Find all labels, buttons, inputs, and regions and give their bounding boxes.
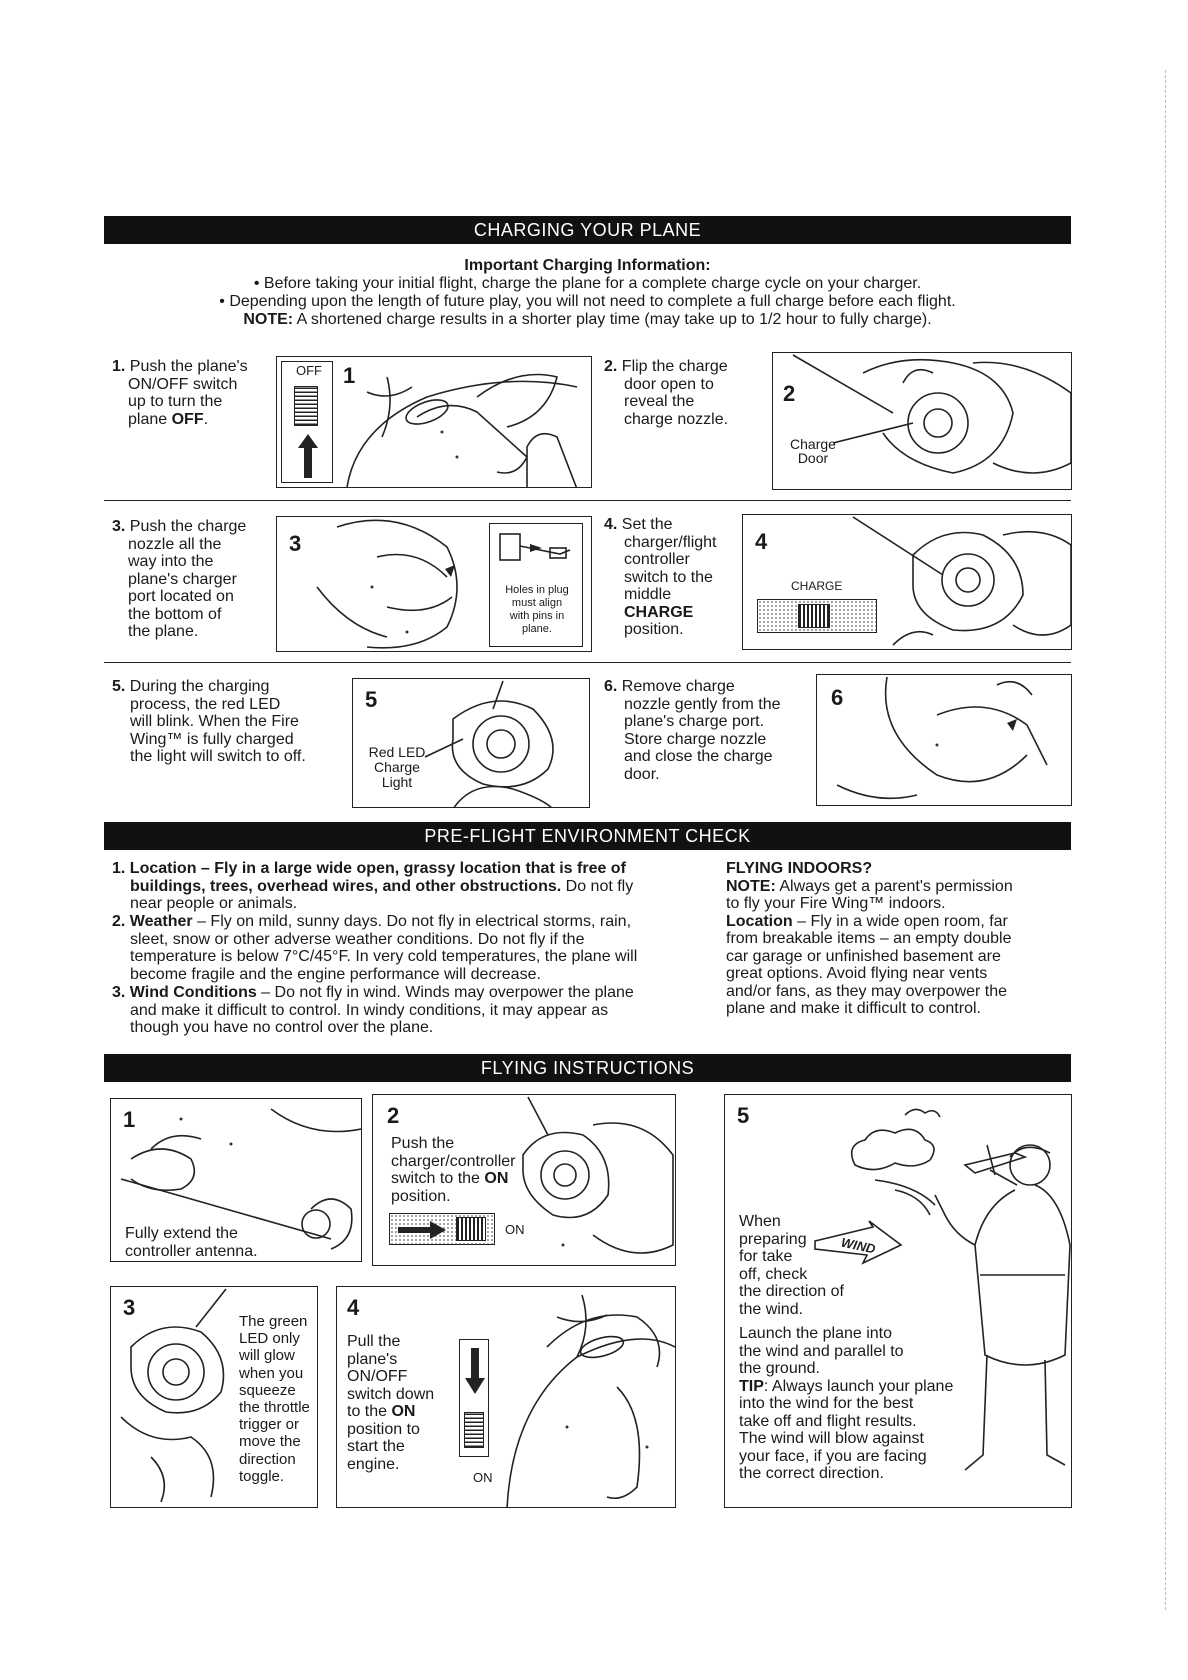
section-header-preflight: PRE-FLIGHT ENVIRONMENT CHECK (104, 822, 1071, 850)
figure-2-charging: 2 Charge Door (772, 352, 1072, 490)
charge-switch-graphic (757, 599, 877, 633)
figure-1-charging: 1 OFF (276, 356, 592, 488)
step-6-text: 6. Remove charge nozzle gently from the … (604, 678, 781, 783)
pull-switch-illustration (506, 1294, 675, 1507)
wind-arrow-icon: WIND (814, 1220, 903, 1265)
flying-panel-5: 5 When preparing for take off, check the… (724, 1094, 1072, 1508)
charging-bullet-1: • Before taking your initial flight, cha… (253, 275, 922, 292)
green-led-illustration (120, 1288, 227, 1503)
step-3-text: 3. Push the charge nozzle all the way in… (112, 518, 247, 640)
step-2-text: 2. Flip the charge door open to reveal t… (604, 358, 729, 428)
figure-6-charging: 6 (816, 674, 1072, 806)
divider (104, 662, 1071, 663)
charge-door-illustration (792, 354, 1071, 474)
antenna-illustration (120, 1108, 361, 1250)
arrow-down-icon (465, 1348, 485, 1394)
led-controller-illustration (424, 680, 554, 807)
page-edge-mark (1165, 70, 1166, 1610)
arrow-right-icon (398, 1221, 446, 1239)
plug-inset: Holes in plug must align with pins in pl… (489, 523, 583, 647)
note-text: A shortened charge results in a shorter … (293, 311, 932, 328)
flying-panel-4: 4 Pull the plane's ON/OFF switch down to… (336, 1286, 676, 1508)
flying-panel-2: 2 Push the charger/controller switch to … (372, 1094, 676, 1266)
plug-inset-text: Holes in plug must align with pins in pl… (505, 584, 569, 635)
down-switch-graphic (459, 1339, 489, 1457)
flying-indoors: FLYING INDOORS? NOTE: Always get a paren… (726, 860, 1013, 1017)
remove-nozzle-illustration (836, 676, 1048, 800)
hand-plane-illustration (346, 373, 578, 487)
flying-panel-1: 1 Fully extend the controller antenna. (110, 1098, 362, 1262)
red-led-callout: Red LED Charge Light (368, 744, 426, 790)
flying-panel-5-wind-text: When preparing for take off, check the d… (739, 1213, 844, 1318)
flying-panel-3: 3 The green LED only will glow when you … (110, 1286, 318, 1508)
off-switch-graphic: OFF (281, 361, 333, 483)
flying-panel-2-text: Push the charger/controller switch to th… (391, 1135, 516, 1205)
section-header-flying: FLYING INSTRUCTIONS (104, 1054, 1071, 1082)
flying-panel-3-text: The green LED only will glow when you sq… (239, 1313, 310, 1485)
figure-3-charging: 3 Holes in plug must align with pins in … (276, 516, 592, 652)
charger-port-illustration (316, 519, 458, 649)
figure-5-charging: 5 Red LED Charge Light (352, 678, 590, 808)
note-label: NOTE: (243, 311, 294, 328)
on-switch-graphic (389, 1213, 495, 1245)
step-1-text: 1. Push the plane's ON/OFF switch up to … (112, 358, 248, 428)
step-5-text: 5. During the charging process, the red … (112, 678, 306, 765)
arrow-up-icon (298, 434, 318, 478)
flying-panel-4-text: Pull the plane's ON/OFF switch down to t… (347, 1333, 435, 1473)
preflight-item-weather: 2. Weather – Fly on mild, sunny days. Do… (112, 913, 638, 983)
controller-illustration (852, 516, 1071, 646)
step-4-text: 4. Set the charger/flight controller swi… (604, 516, 717, 638)
flying-panel-5-launch-text: Launch the plane into the wind and paral… (739, 1325, 954, 1482)
svg-text:WIND: WIND (840, 1235, 878, 1257)
important-heading: Important Charging Information: (464, 257, 711, 274)
charge-door-callout: Charge Door (790, 436, 836, 466)
section-header-charging: CHARGING YOUR PLANE (104, 216, 1071, 244)
preflight-item-location: 1. Location – Fly in a large wide open, … (112, 860, 634, 912)
figure-4-charging: 4 CHARGE (742, 514, 1072, 650)
launch-boy-illustration (850, 1108, 1071, 1471)
charging-note: NOTE: A shortened charge results in a sh… (104, 311, 1071, 329)
divider (104, 500, 1071, 501)
charging-bullet-2: • Depending upon the length of future pl… (219, 293, 956, 310)
plug-icon (499, 533, 571, 561)
flying-panel-1-text: Fully extend the controller antenna. (125, 1225, 258, 1260)
controller-push-illustration (522, 1096, 674, 1254)
preflight-item-wind: 3. Wind Conditions – Do not fly in wind.… (112, 984, 634, 1036)
